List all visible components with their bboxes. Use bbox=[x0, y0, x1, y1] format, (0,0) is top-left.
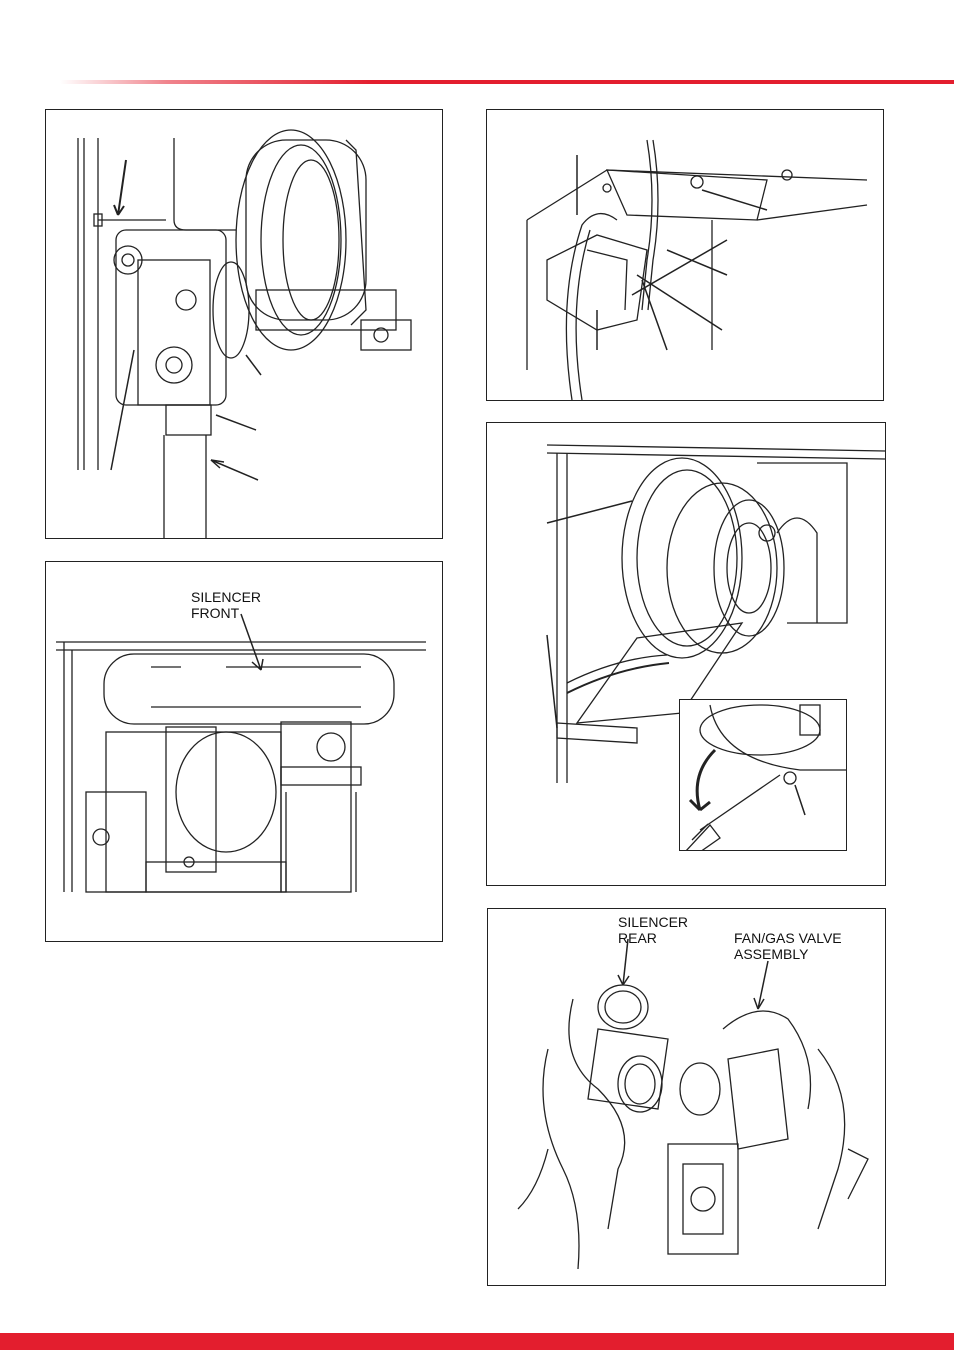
assembly-separation-illustration bbox=[488, 909, 886, 1286]
figure-wiring-connector bbox=[486, 109, 884, 401]
silencer-front-label: SILENCER FRONT bbox=[191, 589, 261, 621]
footer-accent-band bbox=[0, 1333, 954, 1350]
fan-gas-valve-assembly-label: FAN/GAS VALVE ASSEMBLY bbox=[734, 930, 842, 962]
figure-assembly-separation: SILENCER REAR FAN/GAS VALVE ASSEMBLY bbox=[487, 908, 886, 1286]
gas-valve-illustration bbox=[46, 110, 443, 539]
figure-fan-removal-inset bbox=[679, 699, 847, 851]
figure-silencer-top: SILENCER FRONT bbox=[45, 561, 443, 942]
header-accent-rule bbox=[60, 80, 954, 84]
wiring-connector-illustration bbox=[487, 110, 884, 401]
silencer-rear-label: SILENCER REAR bbox=[618, 914, 688, 946]
figure-gas-valve-side bbox=[45, 109, 443, 539]
screwdriver-inset-illustration bbox=[680, 700, 847, 851]
figure-fan-removal bbox=[486, 422, 886, 886]
